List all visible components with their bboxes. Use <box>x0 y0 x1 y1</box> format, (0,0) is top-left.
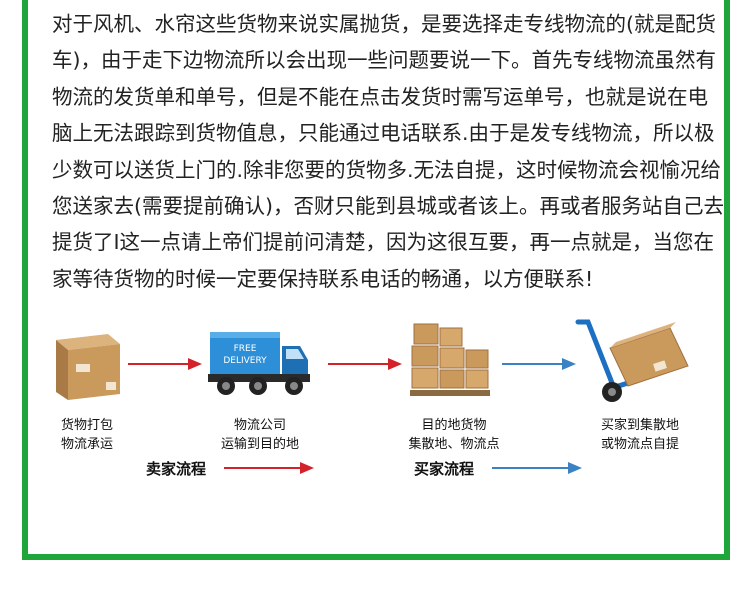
blue-arrow-1 <box>502 357 576 371</box>
step-caption-1-line2: 物流承运 <box>60 437 113 452</box>
shipping-notice-paragraph: 对于风机、水帘这些货物来说实属抛货，是要选择走专线物流的(就是配货 车)，由于走… <box>52 6 724 297</box>
seller-flow-label: 卖家流程 <box>146 460 207 478</box>
paragraph-line: 对于风机、水帘这些货物来说实属抛货，是要选择走专线物流的(就是配货 <box>52 12 716 36</box>
buyer-flow-arrow <box>492 462 582 474</box>
step-caption-3-line1: 目的地货物 <box>421 418 487 433</box>
step-caption-2: 物流公司 运输到目的地 <box>190 416 330 454</box>
red-arrow-1 <box>128 357 202 371</box>
step-caption-3-line2: 集散地、物流点 <box>408 437 500 452</box>
buyer-flow-label: 买家流程 <box>414 460 475 478</box>
delivery-truck-icon: FREE DELIVERY <box>208 330 312 398</box>
green-border-frame <box>22 0 730 560</box>
step-caption-2-line2: 运输到目的地 <box>220 437 299 452</box>
truck-text-free: FREE <box>234 344 257 354</box>
truck-text-delivery: DELIVERY <box>223 356 267 366</box>
paragraph-line: 脑上无法跟踪到货物值息，只能通过电话联系.由于是发专线物流，所以极 <box>52 121 715 146</box>
pallet-boxes-icon <box>410 320 490 400</box>
paragraph-line: 物流的发货单和单号，但是不能在点击发货时需写运单号，也就是说在电 <box>52 84 708 109</box>
step-caption-4-line1: 买家到集散地 <box>600 418 679 433</box>
step-caption-1-line1: 货物打包 <box>60 418 113 433</box>
seller-flow-arrow <box>224 462 314 474</box>
step-caption-3: 目的地货物 集散地、物流点 <box>384 416 524 454</box>
paragraph-line: 家等待货物的时候一定要保持联系电话的畅通，以方便联系! <box>52 266 594 291</box>
step-caption-1: 货物打包 物流承运 <box>17 416 157 454</box>
paragraph-line: 提货了I这一点请上帝们提前问清楚，因为这很互要，再一点就是，当您在 <box>52 230 715 255</box>
step-caption-2-line1: 物流公司 <box>233 418 286 433</box>
paragraph-line: 少数可以送货上门的.除非您要的货物多.无法自提，这时候物流会视愉况给 <box>52 157 722 182</box>
red-arrow-2 <box>328 357 402 371</box>
step-caption-4-line2: 或物流点自提 <box>600 437 679 452</box>
step-caption-4: 买家到集散地 或物流点自提 <box>570 416 710 454</box>
hand-truck-icon <box>574 318 698 404</box>
paragraph-line: 车)，由于走下边物流所以会出现一些问题要说一下。首先专线物流虽然有 <box>52 48 716 73</box>
package-box-icon <box>52 330 124 402</box>
paragraph-line: 您送家去(需要提前确认)，否财只能到县城或者该上。再或者服务站自己去 <box>52 194 724 219</box>
